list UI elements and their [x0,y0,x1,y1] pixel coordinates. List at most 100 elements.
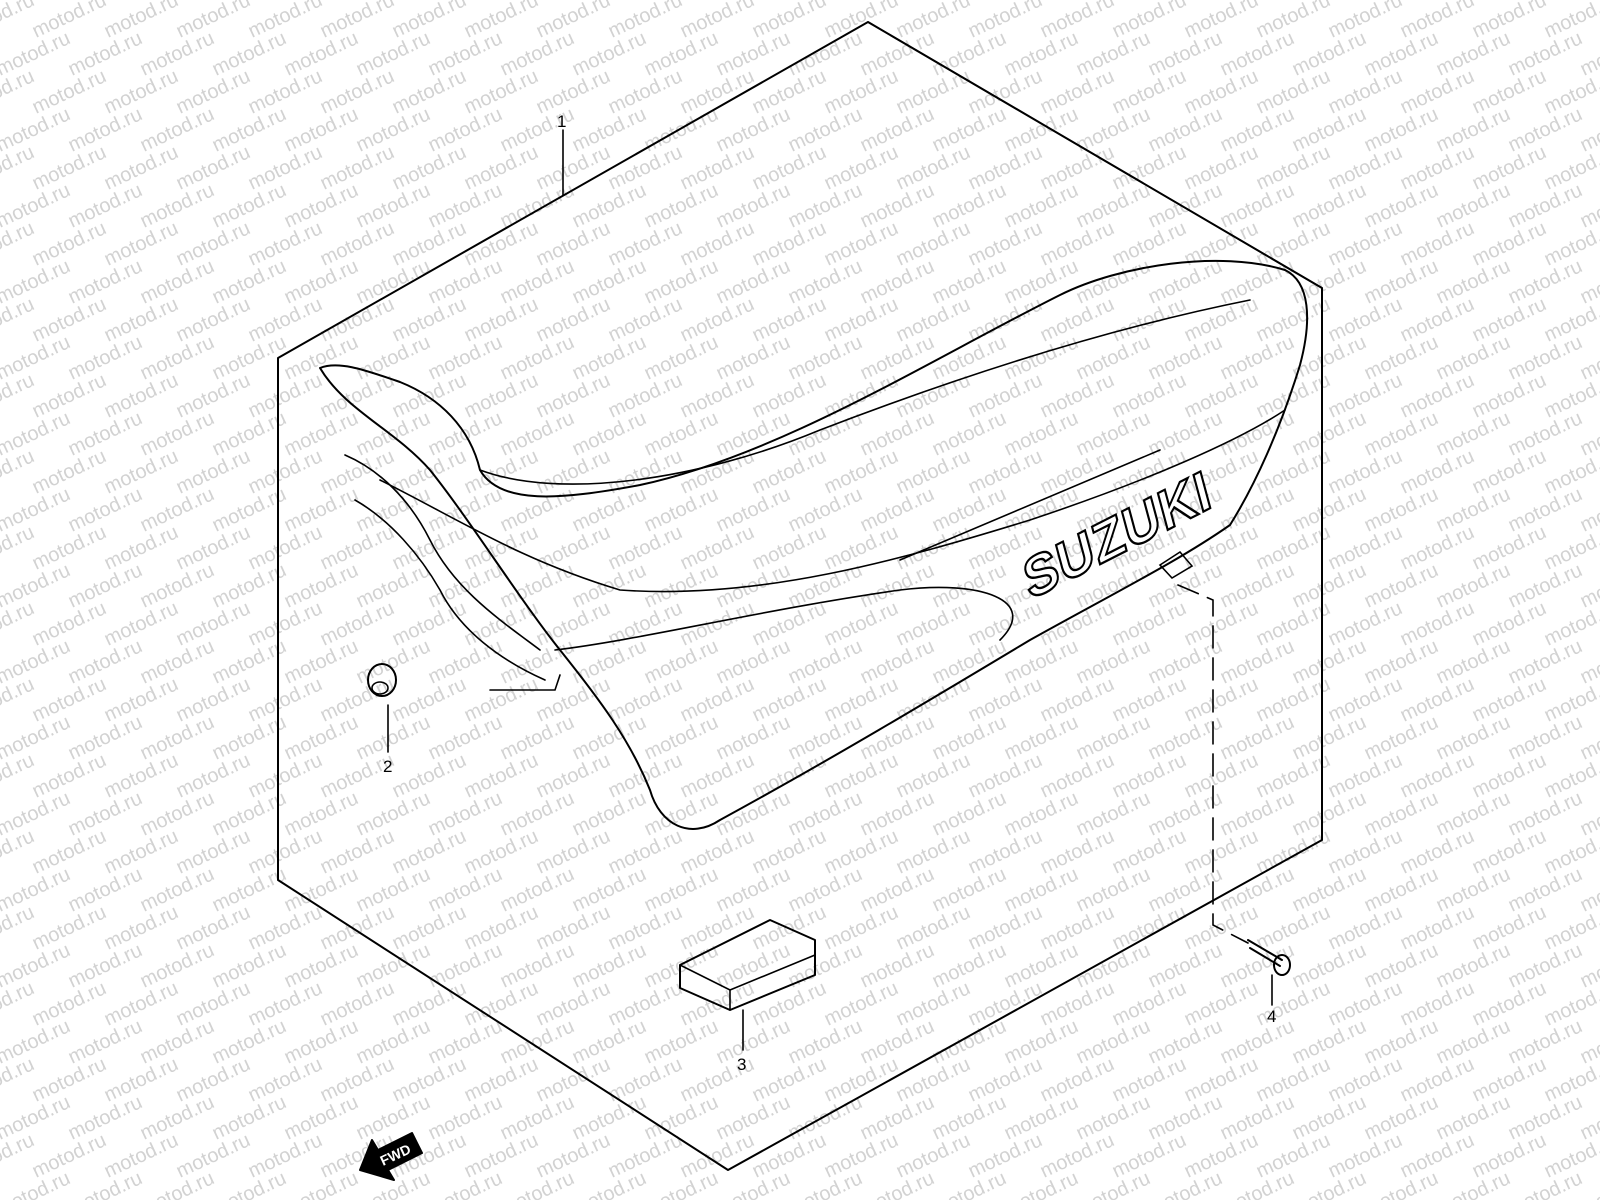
watermark-text: motod.ru [1361,1091,1442,1144]
watermark-text: motod.ru [533,1129,614,1182]
watermark-text: motod.ru [1433,1091,1514,1144]
watermark-text: motod.ru [65,483,146,536]
watermark-text: motod.ru [461,0,542,43]
watermark-text: motod.ru [389,369,470,422]
watermark-text: motod.ru [1361,255,1442,308]
watermark-text: motod.ru [353,635,434,688]
watermark-text: motod.ru [137,559,218,612]
watermark-text: motod.ru [1325,673,1406,726]
watermark-text: motod.ru [1433,939,1514,992]
watermark-text: motod.ru [1073,787,1154,840]
watermark-text: motod.ru [821,977,902,1030]
watermark-text: motod.ru [641,787,722,840]
watermark-text: motod.ru [641,1015,722,1068]
watermark-text: motod.ru [137,863,218,916]
watermark-text: motod.ru [1433,331,1514,384]
watermark-text: motod.ru [821,0,902,43]
watermark-text: motod.ru [1181,141,1262,194]
watermark-text: motod.ru [29,141,110,194]
watermark-text: motod.ru [713,711,794,764]
watermark-text: motod.ru [713,255,794,308]
watermark-text: motod.ru [569,863,650,916]
watermark-text: motod.ru [1325,445,1406,498]
watermark-text: motod.ru [281,787,362,840]
watermark-text: motod.ru [1505,1015,1586,1068]
watermark-text: motod.ru [1289,939,1370,992]
watermark-text: motod.ru [1505,711,1586,764]
watermark-text: motod.ru [893,445,974,498]
watermark-text: motod.ru [785,559,866,612]
watermark-text: motod.ru [1109,1053,1190,1106]
watermark-text: motod.ru [1073,179,1154,232]
watermark-text: motod.ru [1433,787,1514,840]
watermark-text: motod.ru [29,749,110,802]
watermark-text: motod.ru [965,1129,1046,1182]
watermark-text: motod.ru [641,711,722,764]
watermark-text: motod.ru [1001,255,1082,308]
seat-tab [1158,550,1194,580]
watermark-text: motod.ru [137,331,218,384]
watermark-text: motod.ru [533,293,614,346]
watermark-text: motod.ru [1469,217,1550,270]
watermark-text: motod.ru [245,901,326,954]
watermark-text: motod.ru [425,711,506,764]
watermark-text: motod.ru [1253,901,1334,954]
watermark-text: motod.ru [317,977,398,1030]
watermark-text: motod.ru [605,293,686,346]
watermark-text: motod.ru [317,217,398,270]
watermark-text: motod.ru [569,179,650,232]
watermark-text: motod.ru [1109,0,1190,43]
watermark-text: motod.ru [29,977,110,1030]
watermark-text: motod.ru [1325,369,1406,422]
watermark-text: motod.ru [65,255,146,308]
watermark-text: motod.ru [1361,787,1442,840]
watermark-text: motod.ru [1505,787,1586,840]
watermark-text: motod.ru [1037,825,1118,878]
watermark-text: motod.ru [785,863,866,916]
watermark-text: motod.ru [1217,559,1298,612]
watermark-text: motod.ru [929,787,1010,840]
watermark-text: motod.ru [749,293,830,346]
watermark-text: motod.ru [857,863,938,916]
watermark-text: motod.ru [641,483,722,536]
watermark-text: motod.ru [569,103,650,156]
watermark-text: motod.ru [1469,369,1550,422]
watermark-text: motod.ru [281,331,362,384]
watermark-text: motod.ru [65,635,146,688]
watermark-text: motod.ru [605,749,686,802]
watermark-text: motod.ru [1037,597,1118,650]
watermark-text: motod.ru [1217,179,1298,232]
watermark-text: motod.ru [785,635,866,688]
watermark-text: motod.ru [1469,141,1550,194]
watermark-text: motod.ru [353,711,434,764]
watermark-text: motod.ru [245,369,326,422]
watermark-text: motod.ru [605,0,686,43]
watermark-text: motod.ru [1109,293,1190,346]
watermark-text: motod.ru [1037,977,1118,1030]
watermark-text: motod.ru [1073,331,1154,384]
watermark-text: motod.ru [857,103,938,156]
watermark-text: motod.ru [245,1053,326,1106]
watermark-text: motod.ru [785,1015,866,1068]
watermark-text: motod.ru [389,1053,470,1106]
watermark-text: motod.ru [173,445,254,498]
watermark-text: motod.ru [713,635,794,688]
watermark-text: motod.ru [29,597,110,650]
watermark-text: motod.ru [533,217,614,270]
watermark-text: motod.ru [137,483,218,536]
watermark-text: motod.ru [785,255,866,308]
watermark-text: motod.ru [209,179,290,232]
watermark-text: motod.ru [1253,141,1334,194]
watermark-text: motod.ru [929,1015,1010,1068]
watermark-text: motod.ru [353,179,434,232]
watermark-text: motod.ru [1325,0,1406,43]
watermark-text: motod.ru [533,0,614,43]
watermark-text: motod.ru [1397,1053,1478,1106]
watermark-text: motod.ru [281,103,362,156]
watermark-text: motod.ru [749,521,830,574]
watermark-text: motod.ru [1217,635,1298,688]
watermark-text: motod.ru [65,407,146,460]
watermark-text: motod.ru [1433,559,1514,612]
watermark-text: motod.ru [1577,0,1600,5]
